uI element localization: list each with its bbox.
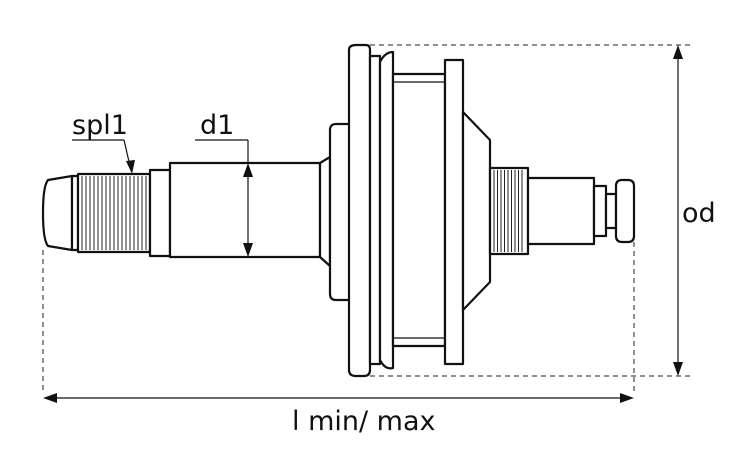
od-label: od <box>682 198 716 229</box>
d1-label: d1 <box>200 110 234 141</box>
knurled-ring <box>493 170 523 252</box>
main-shaft <box>168 155 332 268</box>
right-stub-shaft <box>488 166 636 256</box>
spline-teeth <box>81 176 147 250</box>
extension-lines <box>42 44 690 392</box>
spl1-leader <box>72 139 135 174</box>
spl1-label: spl1 <box>72 110 128 141</box>
left-splined-end <box>41 168 172 258</box>
od-dimension <box>673 45 683 376</box>
length-label: l min/ max <box>292 406 436 437</box>
length-dimension <box>43 393 634 403</box>
housing <box>328 43 492 378</box>
d1-dimension <box>195 139 253 257</box>
